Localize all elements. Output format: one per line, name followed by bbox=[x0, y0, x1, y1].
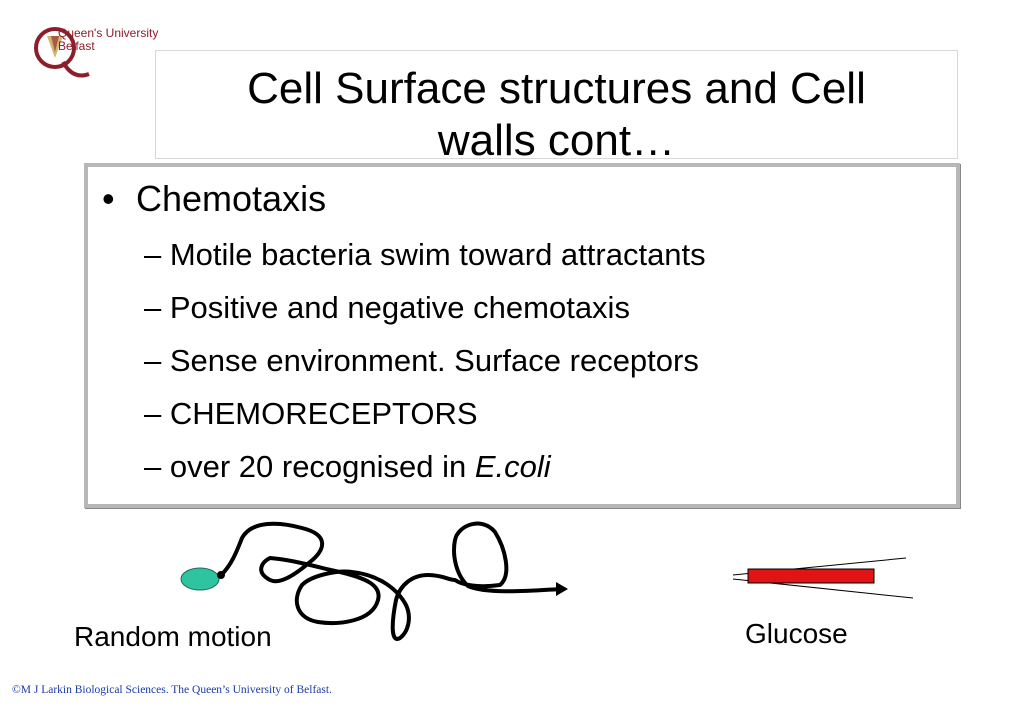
subitem-3: – Sense environment. Surface receptors bbox=[144, 343, 699, 378]
random-motion-label: Random motion bbox=[74, 621, 272, 652]
logo-wordmark: Queen's University Belfast bbox=[58, 27, 158, 53]
subitem-2: – Positive and negative chemotaxis bbox=[144, 290, 630, 325]
university-logo bbox=[34, 27, 90, 78]
random-motion-path bbox=[219, 521, 564, 641]
title-box: Cell Surface structures and Cell walls c… bbox=[155, 50, 958, 165]
bullet-marker: • bbox=[102, 178, 115, 219]
subitem-5-italic: E.coli bbox=[474, 449, 551, 484]
slide-title: Cell Surface structures and Cell walls c… bbox=[156, 63, 957, 167]
chemotaxis-diagram bbox=[180, 521, 914, 641]
content-box: • Chemotaxis – Motile bacteria swim towar… bbox=[84, 163, 960, 508]
bacterium-cell bbox=[180, 567, 220, 591]
title-line-2: walls cont… bbox=[437, 116, 676, 165]
glucose-gradient-bar bbox=[747, 568, 875, 584]
subitem-5-text: – over 20 recognised in bbox=[144, 449, 475, 484]
subitem-4: – CHEMORECEPTORS bbox=[144, 396, 478, 431]
bullet-chemotaxis: • Chemotaxis bbox=[102, 179, 326, 219]
subitem-5: – over 20 recognised in E.coli bbox=[144, 449, 551, 485]
title-line-1: Cell Surface structures and Cell bbox=[247, 64, 866, 113]
motion-arrow-head bbox=[556, 582, 568, 596]
bullet-text: Chemotaxis bbox=[136, 178, 327, 219]
logo-line-1: Queen's University bbox=[58, 26, 159, 40]
subitem-1: – Motile bacteria swim toward attractant… bbox=[144, 237, 706, 272]
copyright-footer: ©M J Larkin Biological Sciences. The Que… bbox=[12, 684, 332, 696]
logo-line-2: Belfast bbox=[58, 39, 95, 53]
glucose-label: Glucose bbox=[745, 618, 848, 649]
